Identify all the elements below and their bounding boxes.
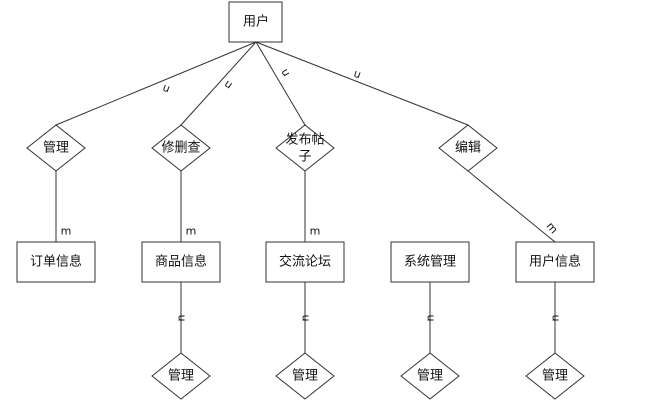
relation-label-line: 子 (298, 150, 311, 165)
entity-box (16, 241, 96, 283)
relation-label: 编辑 (455, 141, 481, 156)
entity-user-label: 用户 (243, 14, 269, 30)
cardinality-rel-edit-goods-user-side: n (221, 78, 234, 93)
entity-label: 订单信息 (30, 254, 82, 270)
connector-user-to-rel-manage-order (55, 41, 257, 126)
entity-label: 交流论坛 (279, 254, 331, 270)
entity-box (515, 241, 595, 283)
connector-rel-edit-userinfo-to-userinfo (467, 170, 556, 243)
relation-diamond (275, 124, 335, 172)
entity-box (141, 241, 221, 283)
entity-box (265, 241, 345, 283)
relation-manage-goods[interactable]: 管理 (151, 352, 211, 400)
relation-label-line: 发布帖 (285, 132, 324, 148)
relation-label: 管理 (43, 141, 69, 156)
connector-user-to-rel-edit-userinfo (255, 41, 469, 126)
relation-rel-edit-goods[interactable]: 修删查 (151, 124, 211, 172)
relation-manage-sysadmin[interactable]: 管理 (400, 352, 460, 400)
relation-diamond (525, 352, 585, 400)
relation-label: 管理 (292, 369, 318, 384)
cardinality-rel-post-entity-side: m (310, 225, 321, 238)
cardinality-labels: n n n n m m m m n n n n (61, 67, 562, 322)
cardinality-manage-forum: n (299, 314, 312, 321)
entity-goods[interactable]: 商品信息 (141, 241, 221, 283)
connector-user-to-rel-post (255, 41, 306, 126)
entity-box (390, 241, 470, 283)
relation-rel-edit-userinfo[interactable]: 编辑 (438, 124, 498, 172)
entity-label: 用户信息 (529, 254, 581, 270)
relation-label: 管理 (417, 369, 443, 384)
entity-label: 商品信息 (155, 254, 207, 270)
entity-userinfo[interactable]: 用户信息 (515, 241, 595, 283)
relation-diamond (275, 352, 335, 400)
cardinality-manage-goods: n (175, 314, 188, 321)
entity-user[interactable]: 用户 (228, 1, 283, 43)
cardinality-rel-manage-order-user-side: n (160, 82, 171, 97)
relation-diamond (26, 124, 86, 172)
connector-user-to-rel-edit-goods (180, 41, 257, 126)
cardinality-rel-edit-userinfo-user-side: n (351, 68, 362, 83)
entity-order[interactable]: 订单信息 (16, 241, 96, 283)
relation-diamond (151, 124, 211, 172)
relation-diamond (400, 352, 460, 400)
cardinality-rel-edit-userinfo-entity-side: m (544, 220, 561, 237)
connector-lines (55, 41, 556, 353)
relation-rel-manage-order[interactable]: 管理 (26, 124, 86, 172)
relation-diamond (151, 352, 211, 400)
relation-label: 修删查 (161, 141, 200, 156)
relation-diamond (438, 124, 498, 172)
cardinality-rel-post-user-side: n (278, 67, 293, 80)
relation-label: 管理 (542, 369, 568, 384)
entity-user-box (228, 1, 283, 43)
cardinality-rel-edit-goods-entity-side: m (186, 225, 197, 238)
entity-sysadmin[interactable]: 系统管理 (390, 241, 470, 283)
cardinality-manage-userinfo: n (549, 314, 562, 321)
relation-manage-userinfo[interactable]: 管理 (525, 352, 585, 400)
cardinality-rel-manage-order-entity-side: m (61, 225, 72, 238)
relation-label: 管理 (168, 369, 194, 384)
entity-label: 系统管理 (404, 255, 456, 270)
entity-forum[interactable]: 交流论坛 (265, 241, 345, 283)
diagram-nodes: 用户管理修删查发布帖子编辑订单信息商品信息交流论坛系统管理用户信息管理管理管理管… (16, 1, 595, 400)
relation-manage-forum[interactable]: 管理 (275, 352, 335, 400)
cardinality-manage-sysadmin: n (424, 314, 437, 321)
